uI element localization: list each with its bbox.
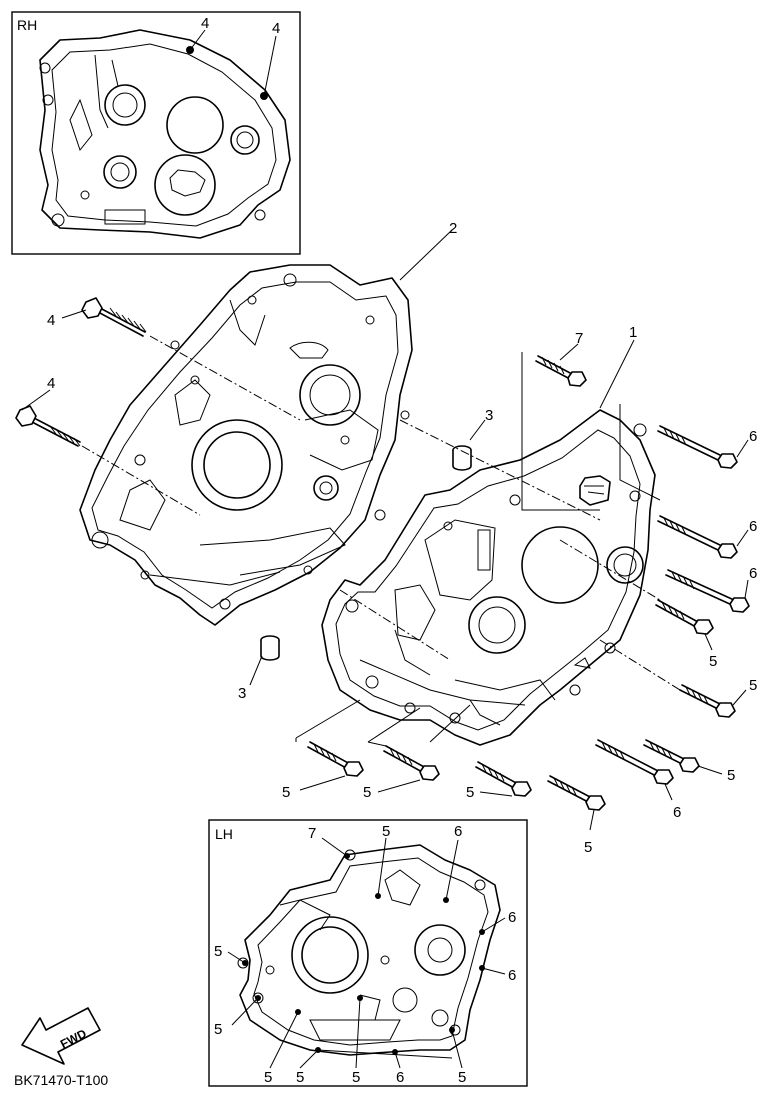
bolt-6-b <box>657 515 738 559</box>
callout-5f: 5 <box>466 784 474 801</box>
lh-callout-5-l2: 5 <box>214 1021 222 1038</box>
callout-4b: 4 <box>47 375 55 392</box>
bolt-5-right-low <box>643 739 700 773</box>
lh-callout-5-b1: 5 <box>264 1069 272 1086</box>
bolt-5-bottom-1 <box>307 741 364 777</box>
assembly-lines <box>81 335 681 747</box>
lh-callout-6-top: 6 <box>454 823 462 840</box>
rh-panel-label: RH <box>17 17 37 33</box>
bolt-5-right-mid <box>679 684 736 718</box>
crankcase-left-half <box>321 409 656 746</box>
bolt-6-a <box>657 425 738 469</box>
dowel-pin-lower <box>260 635 280 661</box>
callout-4a: 4 <box>47 312 55 329</box>
callout-6a: 6 <box>749 428 757 445</box>
bolt-5-bottom-4 <box>547 775 606 811</box>
callout-1: 1 <box>629 324 637 341</box>
callout-7: 7 <box>575 330 583 347</box>
callout-5d: 5 <box>282 784 290 801</box>
bolt-4-upper <box>81 297 147 337</box>
crankcase-right-half <box>79 264 413 626</box>
diagram-code: BK71470-T100 <box>14 1072 108 1088</box>
bolt-5-bottom-2 <box>383 745 440 781</box>
main-callouts: 2 1 4 4 3 3 7 6 6 6 5 5 5 6 5 5 5 5 <box>21 220 757 856</box>
bolt-5-bottom-3 <box>475 761 532 797</box>
lh-callout-5-l1: 5 <box>214 943 222 960</box>
callout-5a: 5 <box>709 653 717 670</box>
callout-6c: 6 <box>749 565 757 582</box>
lh-callout-6-b4: 6 <box>396 1069 404 1086</box>
rh-inset-panel: RH 4 4 <box>11 11 301 255</box>
dowel-pin-upper <box>452 445 472 471</box>
lh-callout-5-b3: 5 <box>352 1069 360 1086</box>
lh-callout-5-top: 5 <box>382 823 390 840</box>
lh-callout-5-b2: 5 <box>296 1069 304 1086</box>
lh-callout-6-r1: 6 <box>508 909 516 926</box>
lh-panel-label: LH <box>215 826 233 842</box>
lh-callout-6-r2: 6 <box>508 967 516 984</box>
rh-callout-4a: 4 <box>201 15 209 32</box>
lh-callout-7: 7 <box>308 825 316 842</box>
bolt-5-right-upper <box>655 599 714 635</box>
bolt-4-lower <box>15 405 81 447</box>
fwd-arrow-icon: FWD <box>21 1007 101 1065</box>
bolt-7 <box>535 355 587 387</box>
callout-3a: 3 <box>485 407 493 424</box>
bolt-6-d <box>595 739 674 785</box>
callout-5e: 5 <box>363 784 371 801</box>
rh-callout-4b: 4 <box>272 20 280 37</box>
callout-3b: 3 <box>238 685 246 702</box>
callout-6d: 6 <box>673 804 681 821</box>
callout-2: 2 <box>449 220 457 237</box>
callout-6b: 6 <box>749 518 757 535</box>
callout-5b: 5 <box>749 677 757 694</box>
callout-5g: 5 <box>584 839 592 856</box>
lh-callout-5-b5: 5 <box>458 1069 466 1086</box>
lh-inset-panel: LH <box>208 819 528 1087</box>
bolt-6-c <box>665 569 750 613</box>
callout-5c: 5 <box>727 767 735 784</box>
